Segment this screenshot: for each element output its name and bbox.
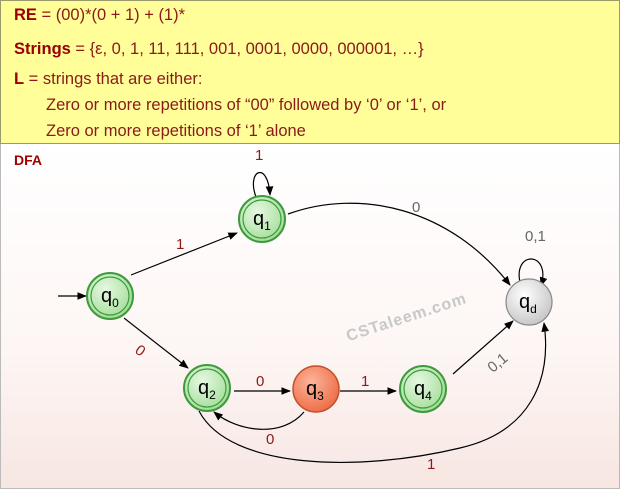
state-q4: q4 [399, 365, 447, 413]
language-line: L = strings that are either: [14, 70, 202, 89]
state-q1: q1 [238, 195, 286, 243]
svg-text:qd: qd [519, 291, 537, 316]
svg-text:q4: q4 [414, 378, 432, 403]
transition-q2-q3: 0 [234, 373, 291, 395]
transition-q0-q1: 1 [130, 232, 238, 276]
transition-q3-q4: 1 [340, 373, 397, 395]
svg-text:0: 0 [266, 431, 274, 448]
state-q3: q3 [292, 365, 340, 413]
language-value: = strings that are either: [24, 70, 203, 88]
dfa-title: DFA [14, 152, 42, 168]
svg-text:0: 0 [256, 373, 264, 390]
svg-text:0,1: 0,1 [484, 350, 511, 376]
svg-text:q2: q2 [198, 377, 216, 402]
re-line: RE = (00)*(0 + 1) + (1)* [14, 6, 185, 25]
transition-qd-qd: 0,1 [518, 228, 548, 287]
transition-q0-q2: 0 [123, 317, 189, 369]
re-label: RE [14, 6, 37, 24]
svg-text:1: 1 [176, 236, 184, 253]
svg-text:q1: q1 [253, 208, 271, 233]
state-q2: q2 [183, 364, 231, 412]
svg-text:1: 1 [361, 373, 369, 390]
language-case-1: Zero or more repetitions of “00” followe… [46, 96, 447, 114]
language-label: L [14, 70, 25, 88]
transition-q4-qd: 0,1 [452, 320, 514, 376]
svg-text:1: 1 [427, 456, 435, 473]
transition-q1-qd: 0 [287, 199, 511, 286]
svg-text:0: 0 [412, 199, 420, 216]
strings-label: Strings [14, 40, 71, 58]
watermark-text: CSTaleem.com [344, 290, 469, 345]
transition-q2-qd: 1 [198, 322, 549, 473]
re-value: = (00)*(0 + 1) + (1)* [36, 6, 186, 24]
strings-value: = {ε, 0, 1, 11, 111, 001, 0001, 0000, 00… [70, 40, 424, 58]
state-qd: qd [505, 278, 553, 326]
svg-text:0: 0 [132, 342, 149, 361]
svg-text:q3: q3 [306, 378, 324, 403]
language-description-box [0, 0, 620, 144]
language-case-2: Zero or more repetitions of ‘1’ alone [46, 122, 306, 140]
strings-line: Strings = {ε, 0, 1, 11, 111, 001, 0001, … [14, 40, 424, 59]
state-q0: q0 [86, 272, 134, 320]
svg-text:q0: q0 [101, 285, 119, 310]
svg-text:0,1: 0,1 [525, 228, 546, 245]
transition-q3-q2: 0 [213, 411, 305, 448]
svg-text:1: 1 [255, 147, 263, 164]
transition-q1-q1: 1 [252, 147, 274, 198]
